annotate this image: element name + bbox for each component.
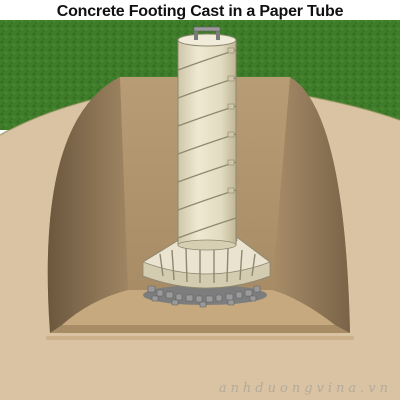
diagram-title: Concrete Footing Cast in a Paper Tube <box>56 3 344 20</box>
anchor-bracket <box>193 26 221 40</box>
paper-tube <box>177 33 237 251</box>
pit-floor <box>62 290 335 325</box>
gravel-bed <box>143 285 267 308</box>
pit-wall-left <box>47 77 128 333</box>
pit-wall-right <box>272 77 350 333</box>
soil-front-lip <box>46 336 354 340</box>
watermark: anhduongvina.vn <box>218 381 392 396</box>
